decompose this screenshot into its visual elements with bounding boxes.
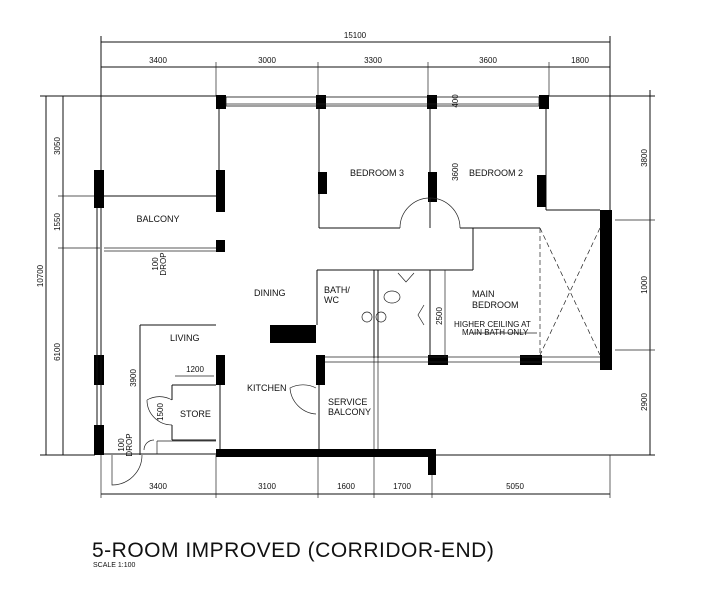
label-drop-top-2: DROP (159, 252, 168, 275)
label-bedroom-2: BEDROOM 2 (469, 168, 523, 178)
dim-living-3900: 3900 (129, 369, 138, 387)
walls (94, 95, 612, 475)
label-drop-top-1: 100 (151, 257, 160, 271)
dim-top-1: 3400 (149, 56, 167, 65)
dim-top-overall: 15100 (344, 31, 367, 40)
dim-left-3: 6100 (53, 343, 62, 361)
dim-right-1: 3800 (640, 149, 649, 167)
basin-icon (361, 311, 373, 323)
dim-bottom-2: 3100 (258, 482, 276, 491)
dim-store-1200: 1200 (186, 365, 204, 374)
label-balcony: BALCONY (136, 214, 179, 224)
label-kitchen: KITCHEN (247, 383, 287, 393)
label-service-1: SERVICE (328, 397, 367, 407)
dim-bedroom2-3600: 3600 (451, 163, 460, 181)
dim-left-2: 1550 (53, 213, 62, 231)
dim-top-3: 3300 (364, 56, 382, 65)
right-dimensions: 3800 1000 2900 (436, 90, 655, 456)
label-bath-1: BATH/ (324, 285, 350, 295)
dim-right-2: 1000 (640, 276, 649, 294)
toilet-icon (383, 290, 401, 304)
label-ceiling-note-2: MAIN BATH ONLY (462, 328, 529, 337)
doors (111, 197, 461, 486)
label-store: STORE (180, 409, 211, 419)
label-main-bedroom-1: MAIN (472, 289, 495, 299)
dim-bath-2500: 2500 (435, 307, 444, 325)
bottom-dimensions: 3400 3100 1600 1700 5050 (100, 455, 611, 498)
dim-top-2: 3000 (258, 56, 276, 65)
dim-top-4: 3600 (479, 56, 497, 65)
top-dimensions: 15100 3400 3000 3300 3600 1800 (100, 31, 611, 210)
label-dining: DINING (254, 288, 286, 298)
plan-scale: SCALE 1:100 (93, 562, 136, 569)
dim-right-3: 2900 (640, 393, 649, 411)
dim-left-1: 3050 (53, 137, 62, 155)
label-drop-bottom-1: 100 (117, 438, 126, 452)
label-drop-bottom-2: DROP (125, 433, 134, 456)
dim-bottom-5: 5050 (506, 482, 524, 491)
dim-bottom-1: 3400 (149, 482, 167, 491)
label-ceiling-note-1: HIGHER CEILING AT (454, 320, 531, 329)
label-living: LIVING (170, 333, 200, 343)
label-bath-2: WC (324, 295, 339, 305)
label-bedroom-3: BEDROOM 3 (350, 168, 404, 178)
left-dimensions: 10700 3050 1550 6100 (36, 95, 216, 456)
label-service-2: BALCONY (328, 407, 371, 417)
room-labels: BEDROOM 3 BEDROOM 2 3600 400 BALCONY 100… (117, 94, 531, 457)
dim-top-5: 1800 (571, 56, 589, 65)
dim-bottom-3: 1600 (337, 482, 355, 491)
dim-left-overall: 10700 (36, 264, 45, 287)
dim-400: 400 (451, 94, 460, 108)
dim-bottom-4: 1700 (393, 482, 411, 491)
label-main-bedroom-2: BEDROOM (472, 300, 519, 310)
plan-title: 5-ROOM IMPROVED (CORRIDOR-END) (92, 539, 494, 562)
bath-fixtures (361, 270, 537, 357)
dim-store-1500: 1500 (156, 403, 165, 421)
